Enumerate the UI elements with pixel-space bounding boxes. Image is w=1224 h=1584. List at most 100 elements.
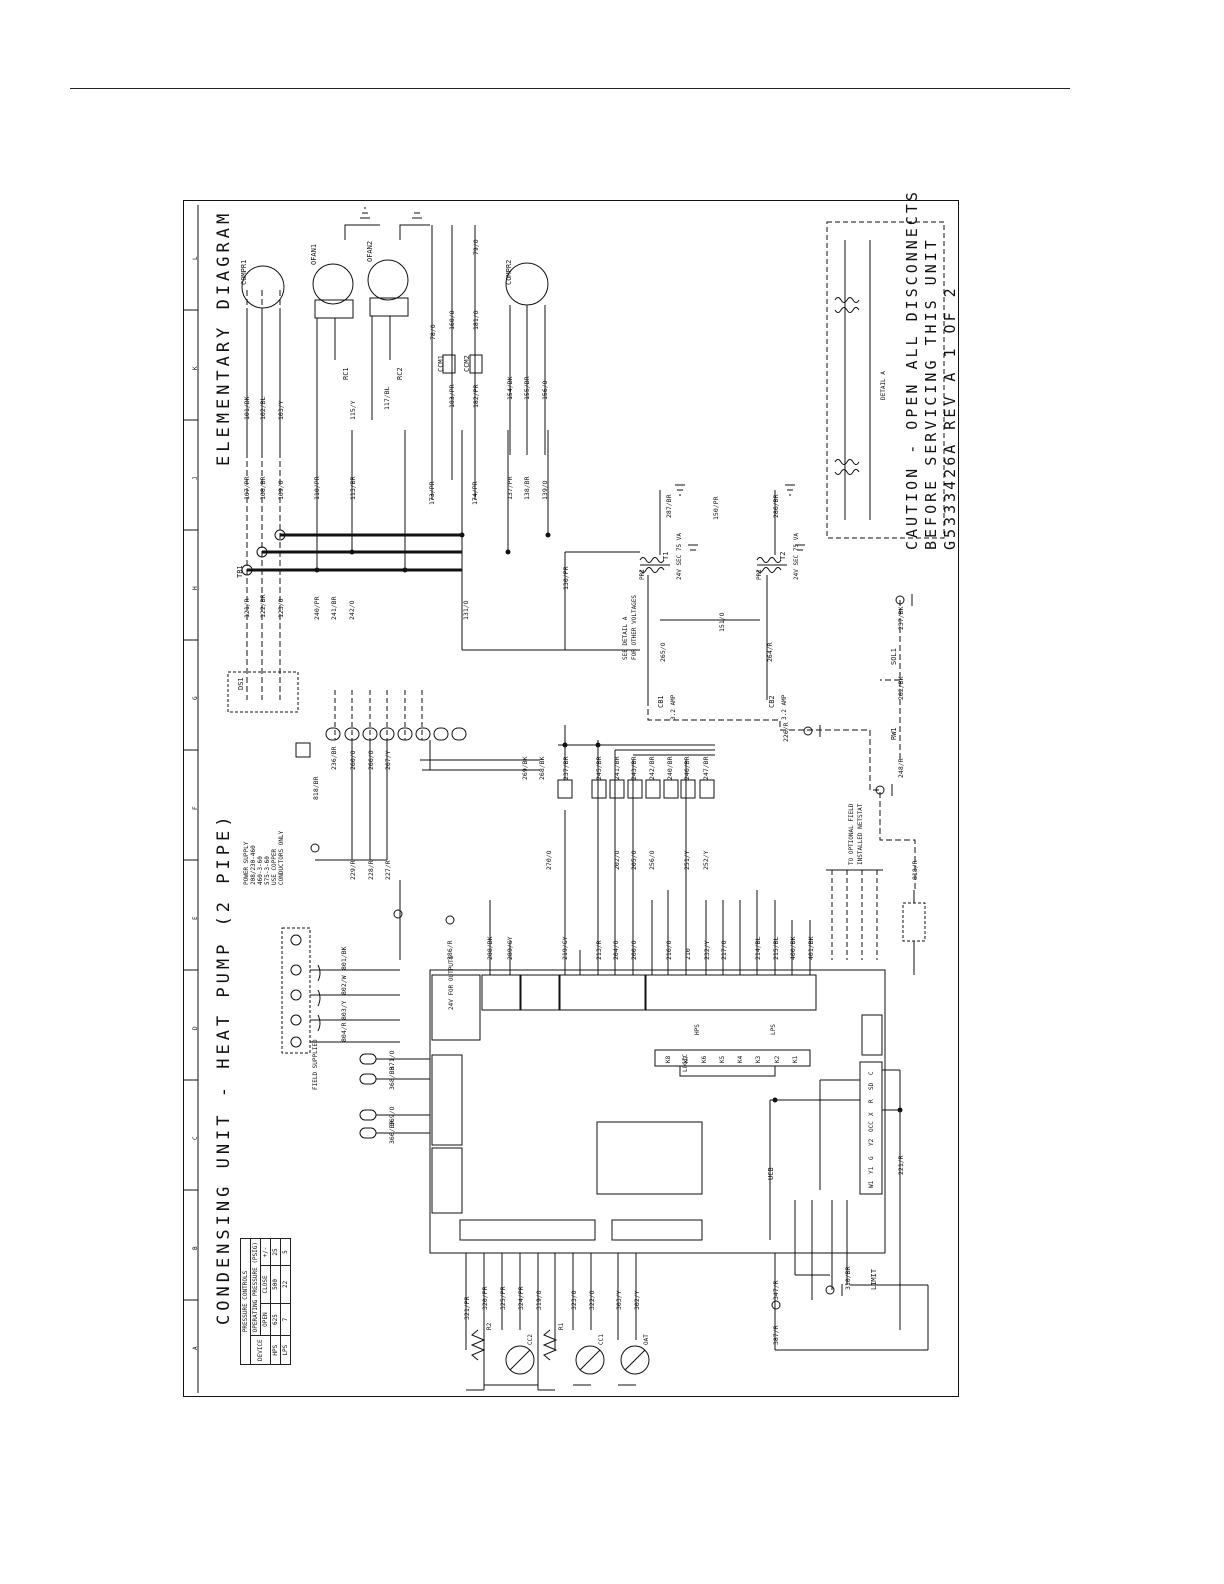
cb1-label: CB1 — [657, 695, 665, 708]
ofan1-motor — [312, 263, 354, 305]
r1-resistor — [542, 1329, 558, 1361]
wire-label: 109/O — [277, 480, 285, 500]
ps-line: POWER SUPPLY — [243, 841, 250, 885]
t2-pri: PRI — [756, 569, 763, 580]
zone-d: D — [192, 1026, 199, 1030]
wire-label: 241/BR — [330, 596, 338, 620]
detail-a-box — [826, 221, 945, 539]
p2-connector — [459, 1219, 596, 1241]
cb2-label: CB2 — [768, 695, 776, 708]
wire-label: 319/O — [535, 1290, 543, 1310]
relay-label: K6 — [701, 1055, 708, 1063]
t1-sec: 24V SEC 75 VA — [676, 533, 683, 580]
zone-g: G — [192, 696, 199, 700]
wire-label: 210 — [684, 948, 692, 960]
zone-l: L — [192, 256, 199, 260]
ps-pin: Y2 — [868, 1138, 875, 1146]
ofan1-terminals — [314, 299, 354, 319]
control-path — [647, 700, 916, 890]
zone-f: F — [192, 806, 199, 810]
compr2-motor — [505, 262, 549, 306]
wire-label: 107/PR — [243, 476, 251, 500]
relay-label: K1 — [792, 1055, 799, 1063]
wire-label: 256/O — [648, 850, 656, 870]
caution-line-2: BEFORE SERVICING THIS UNIT — [922, 237, 940, 550]
wire-label: 227/R — [384, 860, 392, 880]
wire-label: 155/BR — [523, 376, 531, 400]
wire-label: 183/PR — [448, 384, 456, 408]
ps-line: 575-3-60 — [264, 856, 271, 885]
wire-label: 228/R — [367, 860, 375, 880]
wire-label: 221/R — [897, 1155, 905, 1175]
wire-label: 213/R — [595, 940, 603, 960]
ofan2-terminals — [369, 297, 409, 317]
zone-e: E — [192, 916, 199, 920]
diagram-title: CONDENSING UNIT - HEAT PUMP (2 PIPE) — [214, 812, 234, 1325]
wire-label: 248/R — [897, 758, 905, 778]
pc-cell: 25 — [270, 1238, 281, 1266]
sensor-wires — [465, 1253, 637, 1391]
pc-cell: 7 — [280, 1303, 291, 1336]
ps-pin: SD — [868, 1082, 875, 1090]
wire-label: 240/BR — [666, 756, 674, 780]
wire-label: 322/O — [588, 1290, 596, 1310]
optional-netstat-2: INSTALLED NETSTAT — [857, 803, 864, 865]
wire-label: 214/BL — [754, 936, 762, 960]
comm-box — [596, 1121, 703, 1195]
pc-title: PRESSURE CONTROLS — [240, 1238, 251, 1365]
ccm2-heater — [469, 354, 483, 374]
wire-label: 139/O — [541, 480, 549, 500]
table-row: HPS 625 500 25 — [270, 1238, 281, 1365]
pc-cell: 500 — [270, 1265, 281, 1304]
wire-label: 123/O — [277, 598, 285, 618]
tb1-terminal — [256, 546, 268, 558]
wire-label: 366/BR — [388, 1120, 396, 1144]
wire-label: 229/R — [349, 860, 357, 880]
wire-label: 804/R — [340, 1022, 348, 1042]
wire-label: 251/Y — [683, 850, 691, 870]
wire-label: 310/BR — [844, 1266, 852, 1290]
aps-pps-terminals — [359, 1053, 430, 1139]
field-terminals — [290, 934, 302, 1048]
tb3-terminals — [310, 595, 905, 1310]
limit-label: LIMIT — [870, 1268, 878, 1290]
diagram-subtitle: ELEMENTARY DIAGRAM — [214, 209, 234, 466]
wire-label: 260/O — [349, 750, 357, 770]
pc-hdr-close: CLOSE — [260, 1265, 271, 1304]
caution-line-1: CAUTION - OPEN ALL DISCONNECTS — [903, 189, 921, 550]
pc-hdr-device: DEVICE — [250, 1335, 271, 1365]
wire-label: 401/BK — [807, 936, 815, 960]
wire-label: 102/BL — [259, 396, 267, 420]
relay-label: K7 — [683, 1055, 690, 1063]
relay-label: K4 — [737, 1055, 744, 1063]
tb1-terminal — [241, 564, 253, 576]
wire-label: 242/O — [348, 600, 356, 620]
wire-label: 108/BR — [259, 476, 267, 500]
tb1-terminal — [274, 529, 286, 541]
pressure-controls-table: PRESSURE CONTROLS DEVICE OPERATING PRESS… — [240, 1238, 291, 1365]
rc2-label: RC2 — [396, 367, 404, 380]
relay-label: K5 — [719, 1055, 726, 1063]
pc-hdr-open: OPEN — [260, 1303, 271, 1336]
wire-label: 240/PR — [313, 596, 321, 620]
wire-label: 115/Y — [349, 400, 357, 420]
wire-label: 303/Y — [615, 1290, 623, 1310]
wire-label: 217/O — [720, 940, 728, 960]
wire-label: 241/BR — [613, 756, 621, 780]
wire-label: 236/BR — [330, 746, 338, 770]
wire-label: 174/PR — [471, 481, 479, 505]
ps-line: CONDUCTORS ONLY — [278, 830, 285, 885]
wire-label: 150/PR — [712, 496, 720, 520]
wire-label: 110/PR — [313, 476, 321, 500]
wire-label: 266/O — [367, 750, 375, 770]
ps-line: 460-3-60 — [257, 856, 264, 885]
ds1-label: DS1 — [237, 677, 245, 690]
logic-box — [679, 1065, 776, 1077]
wire-label: 302/Y — [633, 1290, 641, 1310]
wire-label: 286/BR — [772, 494, 780, 518]
ps-line: USE COPPER — [271, 848, 278, 885]
t2-transformer — [756, 557, 787, 573]
wire-label: 131/O — [462, 600, 470, 620]
cb1-rating: 3.2 AMP — [670, 694, 677, 720]
wire-label: 818/BR — [312, 776, 320, 800]
